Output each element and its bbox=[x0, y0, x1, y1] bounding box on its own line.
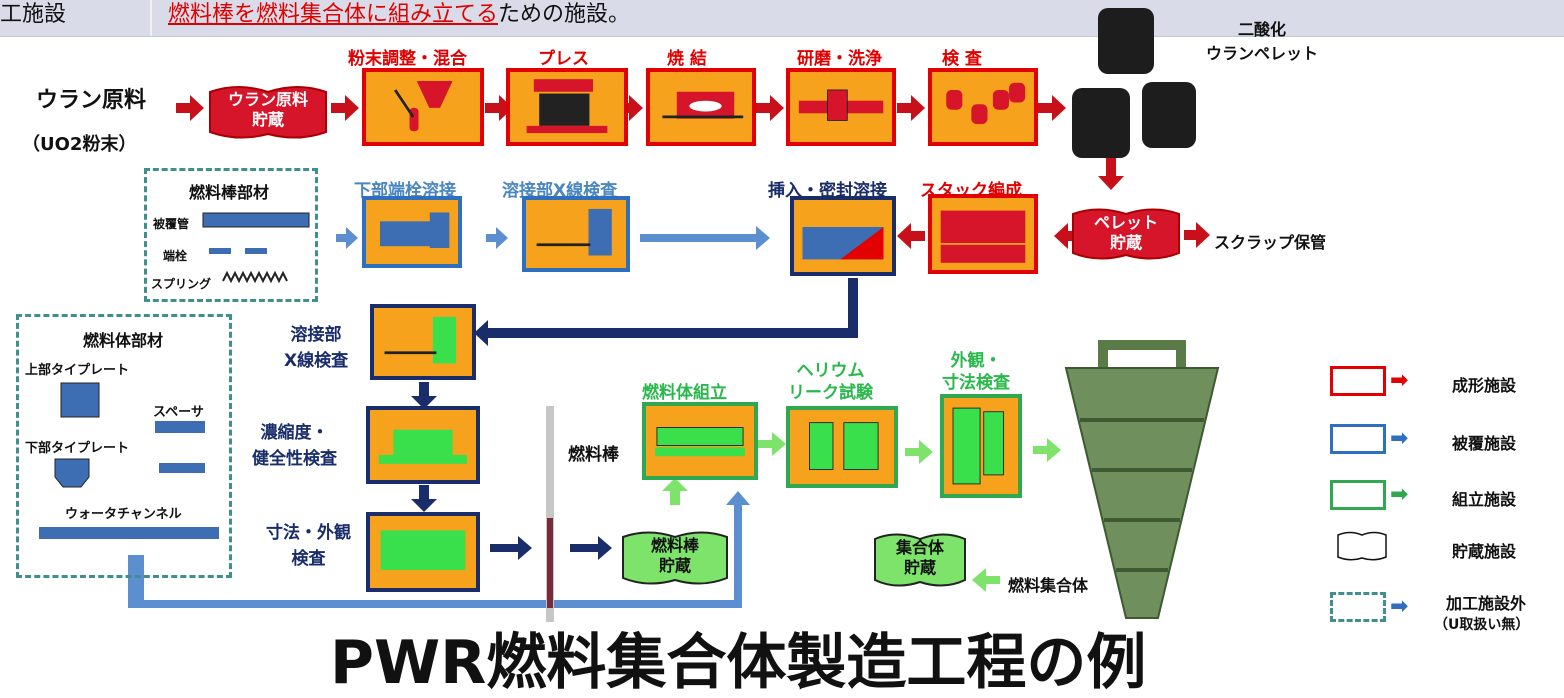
dim-inspect-box bbox=[366, 512, 480, 592]
grind-box bbox=[786, 68, 896, 146]
legend-cladding-arrow: ➡ bbox=[1390, 426, 1409, 451]
assembly-parts-title: 燃料体部材 bbox=[83, 331, 164, 350]
xray-inspect-box-2 bbox=[370, 304, 476, 380]
asm-part-water-channel: ウォータチャンネル bbox=[65, 507, 182, 522]
inspect-box bbox=[928, 68, 1038, 146]
legend-storage-swatch bbox=[1337, 531, 1387, 561]
fuel-rod-storage-tank: 燃料棒 貯蔵 bbox=[620, 528, 730, 588]
legend-forming-swatch bbox=[1330, 366, 1386, 396]
legend-outside: 加工施設外 bbox=[1446, 594, 1527, 613]
fuel-assembly-label: 燃料集合体 bbox=[1008, 576, 1089, 595]
pellet-label: 二酸化 ウランペレット bbox=[1206, 20, 1319, 63]
legend-cladding: 被覆施設 bbox=[1452, 434, 1517, 453]
endplug-weld-box bbox=[362, 196, 462, 268]
header-bar: 工施設 燃料棒を燃料集合体に組み立てる ための施設。 bbox=[0, 0, 1564, 37]
fuel-rod-parts-title: 燃料棒部材 bbox=[189, 183, 270, 202]
uranium-storage-label: ウラン原料 貯蔵 bbox=[227, 90, 308, 129]
assembly-box bbox=[642, 402, 758, 480]
enrich-inspect-box bbox=[366, 406, 480, 484]
rod-parts-illustrations bbox=[202, 212, 310, 284]
asm-part-spacer: スペーサ bbox=[153, 405, 204, 420]
step-enrich-label: 濃縮度・ 健全性検査 bbox=[252, 423, 337, 469]
raw-material-sub: （UO2粉末） bbox=[22, 134, 137, 155]
asm-part-bottom-plate: 下部タイプレート bbox=[25, 441, 130, 456]
scrap-storage-label: スクラップ保管 bbox=[1214, 233, 1327, 252]
header-left-label: 工施設 bbox=[0, 2, 67, 27]
legend-assembly-arrow: ➡ bbox=[1390, 482, 1409, 507]
flow-arrows bbox=[128, 95, 1210, 608]
legend-forming-arrow: ➡ bbox=[1390, 368, 1409, 393]
insert-weld-box bbox=[790, 196, 896, 276]
step-press-label: プレス bbox=[538, 49, 589, 69]
legend-outside-swatch bbox=[1330, 592, 1386, 622]
pellet-storage-label: ペレット 貯蔵 bbox=[1093, 213, 1158, 252]
press-box bbox=[506, 68, 628, 146]
fuel-rod-parts-box: 燃料棒部材 被覆管 端栓 スプリング bbox=[144, 168, 318, 302]
assembly-parts-illustrations bbox=[39, 382, 219, 539]
rod-part-cladding: 被覆管 bbox=[153, 217, 190, 231]
powder-mixing-box bbox=[362, 68, 484, 146]
fuel-rod-label: 燃料棒 bbox=[568, 445, 619, 465]
step-powder-label: 粉末調整・混合 bbox=[348, 49, 467, 69]
step-helium-label: ヘリウム リーク試験 bbox=[788, 361, 873, 403]
uranium-storage-tank: ウラン原料 貯蔵 bbox=[207, 82, 329, 142]
xray-inspect-box-1 bbox=[522, 196, 630, 272]
rod-part-endplug: 端栓 bbox=[163, 249, 188, 263]
assembly-storage-tank: 集合体 貯蔵 bbox=[872, 530, 968, 590]
legend-outside-arrow: ➡ bbox=[1390, 594, 1409, 619]
footer-title: PWR燃料集合体製造工程の例 bbox=[330, 628, 1147, 698]
assembly-parts-box: 燃料体部材 上部タイプレート スペーサ 下部タイプレート ウォータチャンネル bbox=[16, 314, 232, 578]
step-visual-label: 外観・ 寸法検査 bbox=[942, 351, 1010, 393]
header-desc-link[interactable]: 燃料棒を燃料集合体に組み立てる bbox=[168, 2, 499, 27]
sinter-box bbox=[646, 68, 756, 146]
step-sinter-label: 焼 結 bbox=[667, 49, 707, 69]
legend-outside-note: （U取扱い無） bbox=[1434, 617, 1530, 633]
legend-cladding-swatch bbox=[1330, 424, 1386, 454]
visual-inspect-box bbox=[940, 394, 1022, 498]
stack-box bbox=[928, 194, 1038, 274]
helium-leak-box bbox=[786, 406, 898, 488]
step-xray2-label: 溶接部 X線検査 bbox=[284, 325, 349, 371]
legend-storage: 貯蔵施設 bbox=[1452, 542, 1517, 561]
legend-assembly: 組立施設 bbox=[1452, 490, 1517, 509]
header-desc-rest: ための施設。 bbox=[498, 2, 631, 27]
legend-assembly-swatch bbox=[1330, 480, 1386, 510]
rod-part-spring: スプリング bbox=[151, 277, 212, 291]
legend-forming: 成形施設 bbox=[1452, 376, 1517, 395]
pellet-storage-tank: ペレット 貯蔵 bbox=[1070, 205, 1182, 263]
fuel-rod-storage-label: 燃料棒 貯蔵 bbox=[650, 536, 699, 575]
assembly-storage-label: 集合体 貯蔵 bbox=[895, 538, 944, 577]
step-dim-label: 寸法・外観 検査 bbox=[266, 523, 351, 569]
step-assembly-label: 燃料体組立 bbox=[642, 383, 727, 403]
asm-part-top-plate: 上部タイプレート bbox=[25, 363, 130, 378]
header-left-cell bbox=[0, 0, 152, 36]
step-inspect-label: 検 査 bbox=[942, 49, 982, 69]
raw-material-label: ウラン原料 bbox=[36, 88, 147, 113]
step-grind-label: 研磨・洗浄 bbox=[797, 49, 882, 69]
